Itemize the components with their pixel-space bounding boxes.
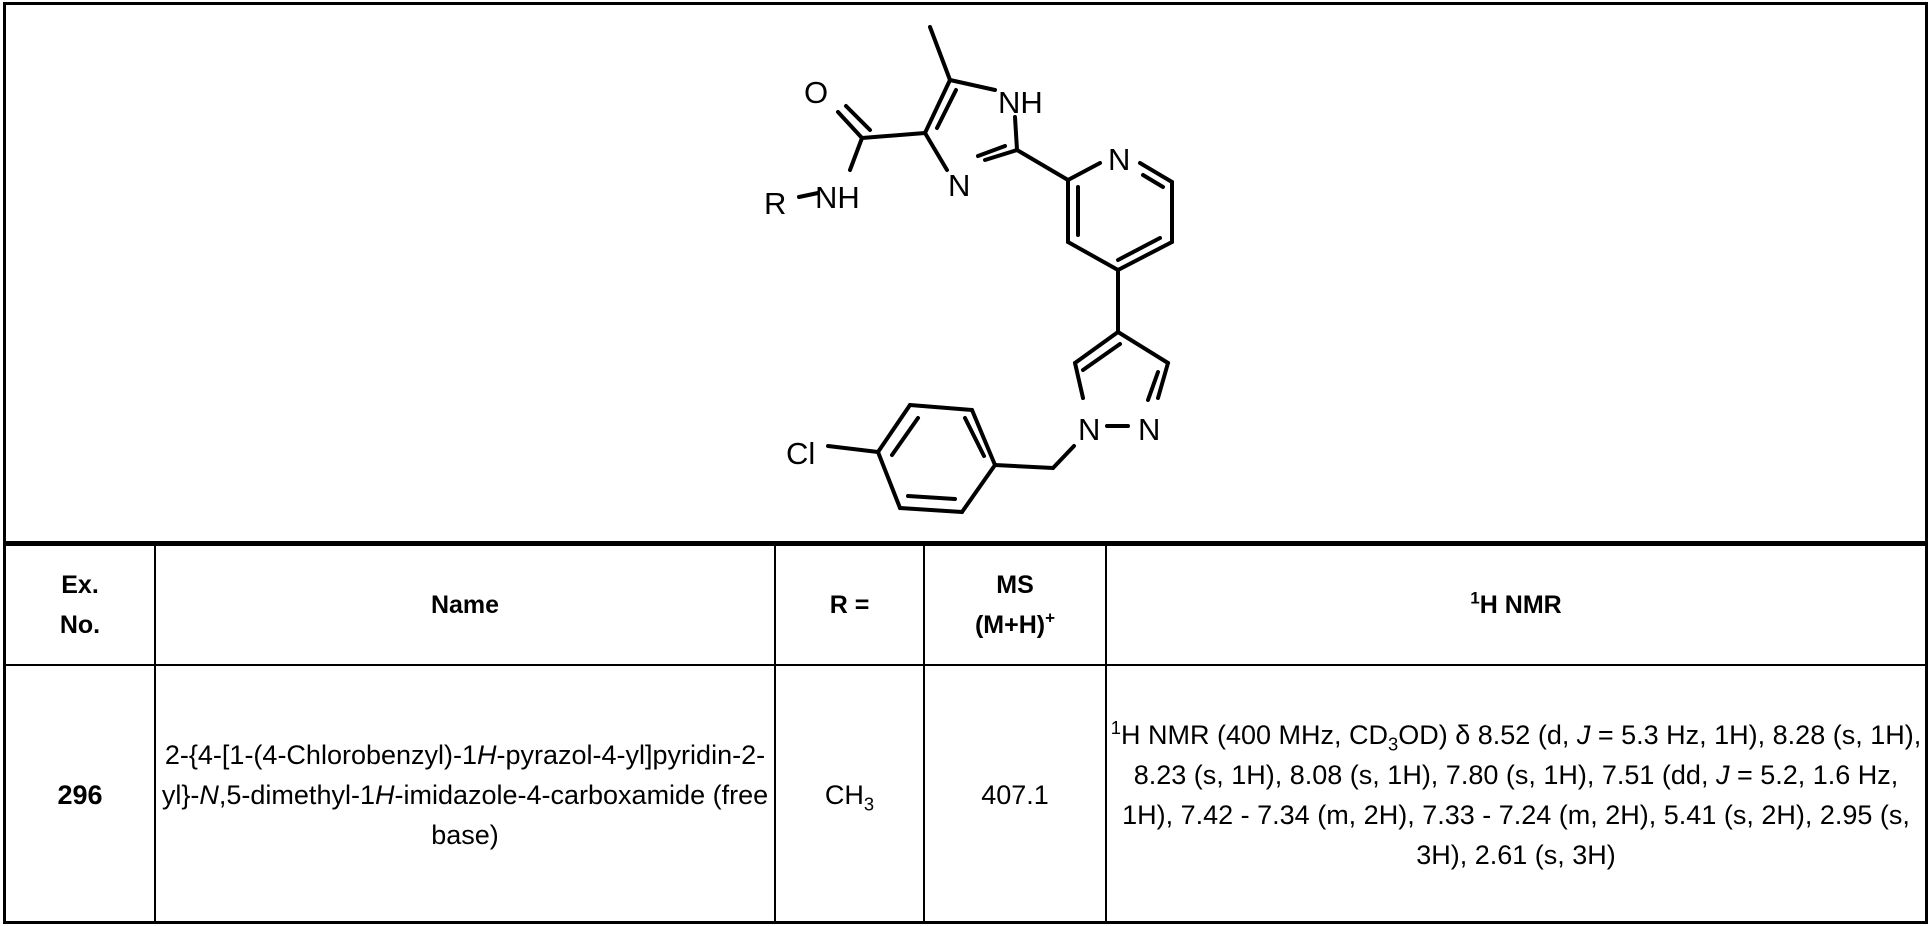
header-nmr-isotope: 1 [1470,588,1480,608]
nmr-coupling-symbol: J [1715,760,1730,790]
header-ms-ion: (M+H) [974,611,1046,639]
nmr-part: = 5.3 Hz, 1H), 8.28 (s, 1H), 8.23 (s, 1H… [1133,720,1922,790]
header-ms: MS (M+H)+ [923,544,1107,665]
cell-compound-name: 2-{4-[1-(4-Chlorobenzyl)-1H-pyrazol-4-yl… [154,664,776,924]
cell-ms: 407.1 [923,664,1107,924]
name-part: 2-{4-[1-(4-Chlorobenzyl)-1 [164,740,478,770]
name-part: ,5-dimethyl-1 [218,780,375,810]
atom-label-amide-nh: NH [815,180,860,215]
atom-label-imidazole-n: N [948,168,970,203]
header-ex-no-line2: No. [59,611,101,639]
nmr-coupling-symbol: J [1576,720,1591,750]
nmr-part: OD) δ 8.52 (d, [1398,720,1577,750]
header-ms-line1: MS [996,571,1034,599]
header-ex-no-line1: Ex. [61,571,99,599]
header-ms-charge: + [1045,608,1056,628]
cell-nmr: 1H NMR (400 MHz, CD3OD) δ 8.52 (d, J = 5… [1105,664,1925,924]
table-header-row: Ex. No. Name R = MS (M+H)+ 1H NMR [6,544,1925,665]
table-row: 296 2-{4-[1-(4-Chlorobenzyl)-1H-pyrazol-… [6,664,1925,924]
atom-label-chlorine: Cl [786,436,815,471]
header-name: Name [154,544,776,665]
compound-table-frame: O NH R NH N N N N Cl Ex. No. Name R = [3,2,1928,924]
header-ms-line2: (M+H)+ [925,605,1105,645]
atom-label-r-group: R [764,186,786,221]
name-italic: N [199,780,219,810]
r-group-subscript: 3 [863,793,875,815]
chemical-structure-cell: O NH R NH N N N N Cl [6,5,1925,544]
header-nmr-label: H NMR [1479,591,1562,619]
cell-ex-no: 296 [6,664,156,924]
atom-label-oxygen: O [804,75,828,110]
nmr-subscript: 3 [1388,733,1399,755]
name-part: -pyrazol-4-yl]pyridin-2-yl}- [161,740,766,810]
name-part: -imidazole-4-carboxamide (free base) [394,780,769,850]
name-italic: H [477,740,497,770]
chemical-structure-diagram: O NH R NH N N N N Cl [764,25,1174,514]
atom-label-imidazole-nh: NH [998,85,1043,120]
atom-label-pyrazole-n2: N [1138,412,1160,447]
nmr-isotope: 1 [1110,717,1121,738]
nmr-part: = 5.2, 1.6 Hz, 1H), 7.42 - 7.34 (m, 2H),… [1122,760,1910,870]
atom-label-pyridine-n: N [1108,142,1130,177]
cell-r-group: CH3 [774,664,925,924]
name-italic: H [374,780,395,810]
header-r: R = [774,544,925,665]
atom-label-pyrazole-n1: N [1078,412,1100,447]
r-group-formula: CH [824,780,864,810]
header-ex-no: Ex. No. [6,544,156,665]
nmr-part: H NMR (400 MHz, CD [1121,720,1389,750]
compound-data-table: Ex. No. Name R = MS (M+H)+ 1H NMR 296 2-… [6,544,1925,924]
header-nmr: 1H NMR [1105,544,1925,665]
